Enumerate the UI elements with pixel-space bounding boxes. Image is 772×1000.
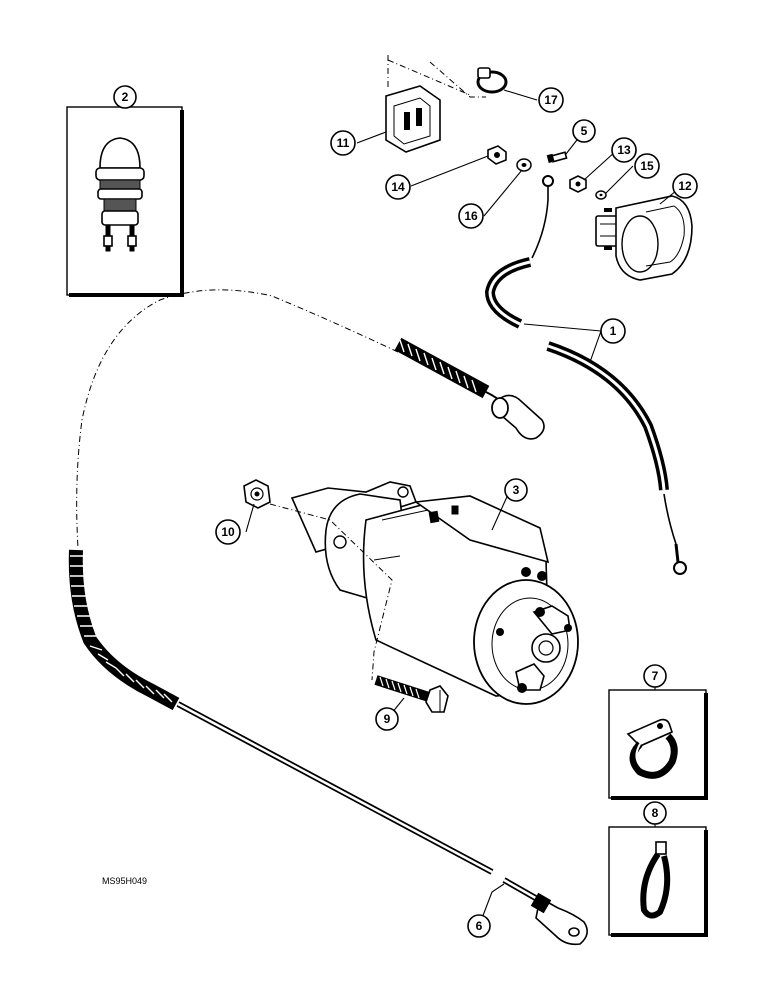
flange-nut <box>243 479 271 509</box>
callout-label: 7 <box>652 669 659 683</box>
callout-label: 14 <box>391 180 405 194</box>
callout-label: 17 <box>544 93 558 107</box>
relay-cable <box>484 175 687 575</box>
inset-box-8 <box>608 826 708 937</box>
callout-12[interactable]: 12 <box>672 173 698 199</box>
callout-label: 15 <box>640 159 654 173</box>
tie-strap <box>640 841 671 919</box>
callout-label: 12 <box>678 179 692 193</box>
callout-13[interactable]: 13 <box>611 137 637 163</box>
callout-3[interactable]: 3 <box>504 478 528 502</box>
callout-8[interactable]: 8 <box>643 801 667 825</box>
inset-box-7 <box>608 689 708 800</box>
inset-box-2 <box>66 106 184 297</box>
p-clip <box>626 718 678 779</box>
mounting-bolt <box>374 675 449 713</box>
callout-label: 13 <box>617 143 631 157</box>
callout-label: 5 <box>581 124 588 138</box>
callouts: 1 2 3 5 6 7 8 9 10 11 12 13 14 15 16 17 <box>113 85 698 938</box>
callout-label: 6 <box>476 919 483 933</box>
callout-label: 1 <box>610 324 617 338</box>
callout-7[interactable]: 7 <box>643 664 667 688</box>
bracket-assembly <box>385 55 508 153</box>
callout-9[interactable]: 9 <box>375 707 399 731</box>
callout-label: 11 <box>337 136 350 150</box>
callout-label: 3 <box>513 483 520 497</box>
callout-14[interactable]: 14 <box>385 174 411 200</box>
callout-2[interactable]: 2 <box>113 85 137 109</box>
callout-16[interactable]: 16 <box>458 203 484 229</box>
battery-cable <box>68 289 588 946</box>
callout-5[interactable]: 5 <box>572 119 596 143</box>
callout-label: 9 <box>384 712 391 726</box>
callout-1[interactable]: 1 <box>600 318 626 344</box>
callout-label: 8 <box>652 806 659 820</box>
callout-10[interactable]: 10 <box>215 519 241 545</box>
starter-relay <box>595 195 693 281</box>
terminal-hardware <box>487 145 607 200</box>
callout-label: 10 <box>221 525 235 539</box>
callout-6[interactable]: 6 <box>467 914 491 938</box>
callout-17[interactable]: 17 <box>538 87 564 113</box>
lower-spring-guard <box>68 549 180 711</box>
upper-spring-guard <box>394 337 545 440</box>
callout-label: 2 <box>122 90 129 104</box>
drawing-code: MS95H049 <box>102 876 147 886</box>
callout-11[interactable]: 11 <box>330 130 356 156</box>
push-button-switch <box>95 137 145 252</box>
callout-label: 16 <box>464 209 478 223</box>
callout-15[interactable]: 15 <box>634 153 660 179</box>
starter-motor <box>269 481 579 705</box>
